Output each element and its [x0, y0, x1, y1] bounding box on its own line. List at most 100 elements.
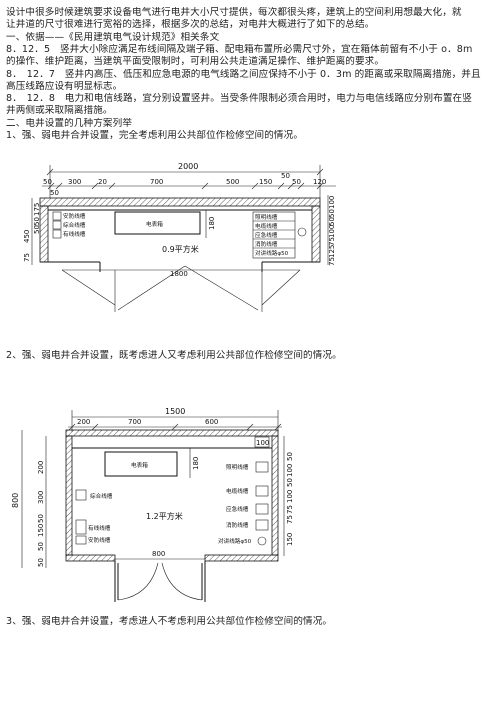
clause-text-line: 8． 12．7 竖井内高压、低压和应急电源的电气线路之间应保持不小于 0．3m …	[6, 69, 481, 80]
dimension-tick	[46, 168, 54, 176]
tray-box	[255, 503, 269, 515]
dimension-label: 20	[98, 178, 107, 186]
dimension-label: 50	[281, 172, 290, 180]
dimension-tick	[108, 182, 116, 190]
tray-label: 照明线槽	[226, 463, 249, 471]
corridor-line	[261, 269, 301, 306]
door-swing-line	[117, 265, 186, 311]
dimension-tick	[171, 423, 179, 431]
section-heading: 一、依据——《民用建筑电气设计规范》相关条文	[6, 32, 220, 43]
right-wall	[271, 435, 279, 556]
tray-label: 对讲线路φ50	[218, 537, 252, 545]
section-heading: 二、电井设置的几种方案列举	[6, 118, 133, 129]
dimension-label: 50	[286, 478, 294, 487]
shaft-plan-1: 2000 50 300 20 700 500 150 50 50 120 50	[23, 162, 336, 312]
right-wall	[311, 205, 321, 263]
left-wall	[39, 205, 49, 263]
tray-box	[255, 519, 269, 531]
case-heading-2: 2、强、弱电井合并设置，既考虑进人又考虑利用公共部位作检修空间的情况。	[6, 350, 342, 361]
meter-box	[104, 451, 178, 477]
dimension-label: 200	[77, 418, 90, 426]
top-wall	[39, 197, 321, 207]
dimension-label: 50	[37, 542, 45, 551]
dimension-tick	[274, 423, 282, 431]
dimension-label: 150	[37, 524, 45, 537]
area-label: 0.9平方米	[162, 244, 199, 254]
clause-text-line: 高压线路应设有明显标志。	[6, 81, 123, 92]
door-swing-line	[184, 265, 259, 311]
door-swing-arc	[161, 562, 203, 601]
bottom-wall	[204, 554, 279, 562]
tray-box	[255, 461, 269, 473]
dimension-label: 50	[37, 558, 45, 567]
dimension-label: 700	[150, 178, 163, 186]
tray-label: 有线线槽	[88, 524, 111, 532]
dimension-label: 50	[43, 178, 52, 186]
dimension-label: 75	[23, 253, 31, 262]
tray-box	[75, 489, 87, 501]
tray-box	[75, 535, 87, 545]
corridor-line	[61, 269, 116, 306]
tray-label: 综合线槽	[63, 221, 86, 229]
dimension-label: 50	[50, 189, 59, 197]
dimension-label: 150	[286, 533, 294, 546]
meter-box	[114, 211, 201, 235]
dimension-box	[254, 436, 270, 448]
dimension-label: 75	[286, 505, 294, 514]
dimension-label: 100	[286, 464, 294, 477]
tray-label: 照明线槽	[255, 213, 278, 221]
dimension-label: 50	[286, 452, 294, 461]
dimension-tick	[91, 423, 99, 431]
dimension-label: 1500	[165, 407, 185, 416]
case-heading-3: 3、强、弱电井合并设置，考虑进人不考虑利用公共部位作检修空间的情况。	[6, 616, 333, 627]
clause-text-line: 的操作、维护距离，当建筑平面受限制时，可利用公共走道满足操作、维护距离的要求。	[6, 56, 385, 67]
dimension-label: 200	[37, 461, 45, 474]
tray-box	[75, 519, 87, 535]
dimension-label: 175	[33, 203, 41, 216]
dimension-label: 180	[192, 457, 200, 470]
clause-text-line: 井两侧或采取隔离措施。	[6, 105, 113, 116]
tray-label: 电缆线槽	[226, 487, 249, 495]
tray-label: 综合线槽	[90, 492, 113, 500]
conduit-circle	[257, 536, 267, 546]
dimension-tick	[277, 182, 285, 190]
left-wall	[65, 435, 73, 556]
case-heading-1: 1、强、弱电井合并设置，完全考虑利用公共部位作检修空间的情况。	[6, 130, 304, 141]
dimension-tick	[297, 182, 305, 190]
dimension-label: 180	[208, 217, 216, 230]
dimension-tick	[68, 423, 76, 431]
dimension-label: 50	[33, 217, 41, 226]
meter-box-label: 电表箱	[146, 220, 163, 228]
dimension-label: 50	[292, 178, 301, 186]
dimension-label: 100	[286, 490, 294, 503]
tray-label: 应急线槽	[226, 505, 249, 513]
dimension-label: 50	[328, 209, 336, 218]
dimension-tick	[316, 182, 324, 190]
dimension-tick	[246, 423, 254, 431]
clause-text-line: 8．12．5 竖井大小除应满足布线间隔及端子箱、配电箱布置所必需尺寸外，宜在箱体…	[6, 44, 473, 55]
dimension-ticks	[47, 182, 324, 190]
dimension-label: 50	[328, 217, 336, 226]
dimension-label: 50	[33, 225, 41, 234]
dimension-label: 100	[256, 439, 269, 447]
dimension-label: 1800	[170, 270, 188, 278]
dimension-label: 500	[226, 178, 239, 186]
dimension-label: 700	[128, 418, 141, 426]
dimension-label: 50	[37, 514, 45, 523]
tray-box	[52, 211, 62, 221]
dimension-label: 150	[259, 178, 272, 186]
dimension-label: 300	[37, 491, 45, 504]
body-text-line: 让井道的尺寸很难进行宽裕的选择，根据多次的总结，对电井大概进行了如下的总结。	[6, 19, 375, 30]
tray-label: 消防线槽	[226, 521, 249, 529]
dimension-label: 100	[328, 225, 336, 238]
tray-label: 安防线槽	[88, 536, 111, 544]
dimension-label: 75	[328, 237, 336, 246]
clause-text-line: 8． 12．8 电力和电信线路，宜分别设置竖井。当受条件限制必须合用时，电力与电…	[6, 93, 472, 104]
dimension-tick	[201, 182, 209, 190]
dimension-label: 125	[328, 245, 336, 258]
dimension-label: 2000	[178, 162, 198, 171]
meter-box-label: 电表箱	[131, 461, 148, 469]
dimension-tick	[55, 182, 63, 190]
body-text-line: 设计中很多时候建筑要求设备电气进行电井大小尺寸提供，每次都很头疼，建筑上的空间利…	[6, 7, 462, 18]
